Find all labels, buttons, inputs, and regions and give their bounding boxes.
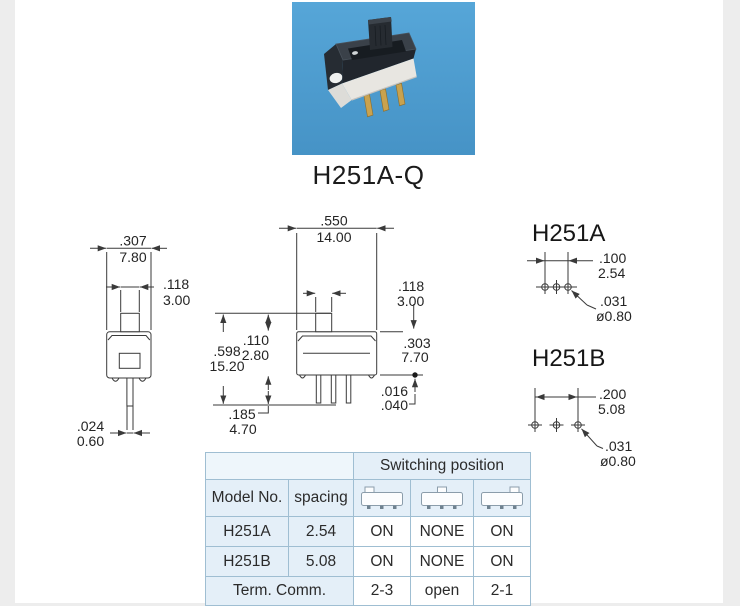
dim-h251a-pitch-in: .100 xyxy=(599,250,626,266)
switch-position-left-icon xyxy=(361,486,403,509)
table-row-h251b: H251B 5.08 ON NONE ON xyxy=(205,546,531,577)
h251a-title: H251A xyxy=(532,220,605,247)
dim-front-height-mm: 15.20 xyxy=(209,358,244,374)
switch-body xyxy=(324,17,417,118)
dim-h251b-pitch-mm: 5.08 xyxy=(598,401,625,417)
model-cell: H251B xyxy=(205,546,289,577)
empty-cell xyxy=(205,452,354,480)
dim-front-acth-mm: 2.80 xyxy=(242,347,269,363)
dim-front-bodyh-mm: 7.70 xyxy=(401,349,428,365)
product-title: H251A-Q xyxy=(312,160,425,190)
dim-h251a-hole-in: .031 xyxy=(600,293,627,309)
dim-front-actw-in: .118 xyxy=(398,278,424,294)
dim-side-pin-in: .024 xyxy=(77,418,104,434)
dim-h251a-pitch-mm: 2.54 xyxy=(598,265,625,281)
dim-front-pint-mm: .040 xyxy=(381,397,408,413)
pos-cell: ON xyxy=(473,546,531,577)
switch-position-right-icon xyxy=(481,486,523,509)
datum-dot xyxy=(412,372,418,378)
spacing-cell: 5.08 xyxy=(288,546,354,577)
h251b-title: H251B xyxy=(532,345,605,372)
dim-front-actw-mm: 3.00 xyxy=(397,293,424,309)
pos-cell: NONE xyxy=(410,546,474,577)
dim-side-width-mm: 7.80 xyxy=(119,249,146,265)
dim-front-width-in: .550 xyxy=(320,213,347,229)
dim-h251b-hole-in: .031 xyxy=(605,438,632,454)
dim-side-actuator-in: .118 xyxy=(163,276,189,292)
front-view-drawing: .550 14.00 .118 3.00 .598 15.20 xyxy=(209,213,430,438)
term-cell: open xyxy=(410,576,474,606)
term-cell: 2-1 xyxy=(473,576,531,606)
dim-front-pinlen-mm: 4.70 xyxy=(229,421,256,437)
product-photo xyxy=(292,2,475,155)
pos-cell: ON xyxy=(473,516,531,547)
col-header-spacing: spacing xyxy=(288,479,354,517)
dim-front-pinlen-in: .185 xyxy=(228,406,255,422)
dim-front-width-mm: 14.00 xyxy=(316,229,351,245)
group-header-cell: Switching position xyxy=(353,452,531,480)
model-cell: H251A xyxy=(205,516,289,547)
dim-side-pin-mm: 0.60 xyxy=(77,433,104,449)
term-comm-label: Term. Comm. xyxy=(205,576,354,606)
h251a-footprint-drawing: H251A .100 2.54 .031 ø0.80 xyxy=(527,220,632,324)
dim-front-height-in: .598 xyxy=(213,343,240,359)
pos-cell: ON xyxy=(353,516,411,547)
spec-table: Switching position Model No. spacing xyxy=(205,452,531,606)
position-icon-right-cell xyxy=(473,479,531,517)
slide-switch-illustration xyxy=(292,2,475,155)
switching-table: Switching position Model No. spacing xyxy=(205,452,531,606)
col-header-model: Model No. xyxy=(205,479,289,517)
dim-h251b-hole-mm: ø0.80 xyxy=(600,453,636,469)
dim-h251a-hole-mm: ø0.80 xyxy=(596,308,632,324)
dim-front-bodyh-in: .303 xyxy=(403,335,430,351)
h251b-footprint-drawing: H251B .200 5.08 .031 ø0.80 xyxy=(528,345,636,469)
technical-drawings: .307 7.80 .118 3.00 .024 0.60 xyxy=(77,213,636,470)
table-row-group-header: Switching position xyxy=(205,452,531,480)
dim-side-width-in: .307 xyxy=(119,233,146,249)
table-row-term-comm: Term. Comm. 2-3 open 2-1 xyxy=(205,576,531,606)
table-row-col-headers: Model No. spacing xyxy=(205,479,531,517)
spacing-cell: 2.54 xyxy=(288,516,354,547)
term-cell: 2-3 xyxy=(353,576,411,606)
dim-front-pint-in: .016 xyxy=(381,383,408,399)
switch-position-middle-icon xyxy=(421,486,463,509)
dim-front-acth-in: .110 xyxy=(243,332,269,348)
pos-cell: ON xyxy=(353,546,411,577)
dim-side-actuator-mm: 3.00 xyxy=(163,292,190,308)
side-view-drawing: .307 7.80 .118 3.00 .024 0.60 xyxy=(77,233,191,450)
position-icon-left-cell xyxy=(353,479,411,517)
position-icon-middle-cell xyxy=(410,479,474,517)
dim-h251b-pitch-in: .200 xyxy=(599,386,626,402)
table-row-h251a: H251A 2.54 ON NONE ON xyxy=(205,516,531,547)
pos-cell: NONE xyxy=(410,516,474,547)
